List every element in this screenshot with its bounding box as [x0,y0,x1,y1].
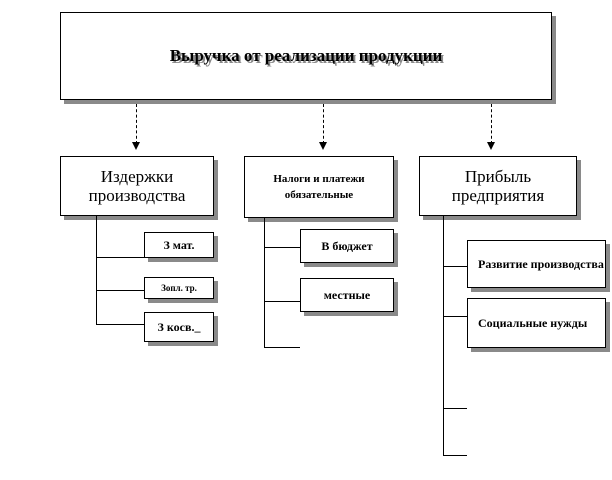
arrow-down-icon [487,142,495,150]
tax-item-local: местные [300,278,394,312]
revenue-title: Выручка от реализации продукции [169,46,443,65]
profit-item-development: Развитие производства [467,240,606,288]
cost-item-wages: Зопл. тр. [144,277,214,299]
costs-branch [96,324,144,325]
taxes-branch [264,247,300,248]
costs-tree-line [96,216,97,325]
profit-tree-line [443,216,444,455]
costs-box: Издержки производства [60,156,214,216]
profit-box: Прибыль предприятия [419,156,577,216]
profit-header: Прибыль предприятия [451,167,545,205]
profit-branch [443,316,467,317]
connector-taxes [323,104,324,144]
taxes-branch [264,347,300,348]
profit-item-social: Социальные нужды [467,298,606,348]
costs-branch [96,257,144,258]
taxes-box: Налоги и платежи обязательные [244,156,394,218]
costs-branch [96,290,144,291]
profit-branch [443,408,467,409]
arrow-down-icon [319,142,327,150]
connector-costs [136,104,137,144]
taxes-branch [264,301,300,302]
costs-header: Издержки производства [88,167,186,205]
profit-branch [443,455,467,456]
cost-item-materials: З мат. [144,232,214,258]
taxes-tree-line [264,218,265,348]
profit-branch [443,266,467,267]
revenue-box: Выручка от реализации продукции [60,12,552,100]
taxes-header: Налоги и платежи обязательные [273,173,365,201]
arrow-down-icon [132,142,140,150]
connector-profit [491,104,492,144]
cost-item-indirect: З косв._ [144,312,214,342]
tax-item-budget: В бюджет [300,229,394,263]
